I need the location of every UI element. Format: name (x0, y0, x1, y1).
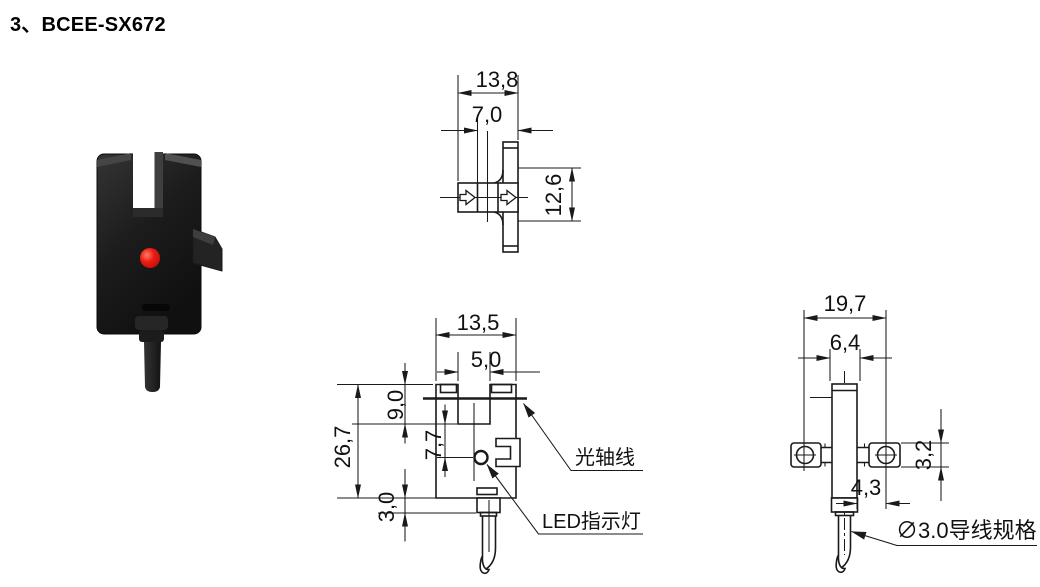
dim-front-slot-depth: 9,0 (383, 390, 408, 421)
led-indicator-dot (140, 248, 160, 268)
mounting-flanges (790, 442, 901, 468)
page-title: 3、BCEE-SX672 (10, 14, 166, 36)
side-view: 19,7 6,4 3,2 4,3 ∅3.0导线规格 (790, 291, 1037, 574)
left-prong-top-face (97, 153, 131, 167)
receiver-arrow-icon (500, 189, 518, 206)
emitter-arrow-icon (459, 189, 477, 206)
dim-side-body-width: 6,4 (830, 330, 861, 355)
dim-front-bottom: 3,0 (374, 492, 399, 523)
led-indicator-leader (486, 464, 643, 535)
side-connector-tab (495, 437, 521, 468)
top-view: 13,8 7,0 12,6 (440, 67, 581, 253)
dim-side-flange-thickness: 3,2 (911, 440, 936, 471)
label-optical-axis: 光轴线 (575, 446, 635, 469)
led-indicator-circle (473, 449, 489, 466)
dim-side-hole-offset: 4,3 (851, 475, 882, 500)
front-bottom-slot (476, 487, 498, 496)
bottom-slot (142, 304, 170, 311)
label-cable-spec: ∅3.0导线规格 (896, 518, 1037, 543)
label-led-indicator: LED指示灯 (542, 510, 641, 533)
right-prong-top-face (165, 153, 201, 167)
side-cable-break (835, 515, 852, 574)
cable-gland-lower (139, 330, 164, 342)
dim-front-overall-width: 13,5 (457, 310, 500, 335)
dim-top-depth: 12,6 (541, 174, 566, 217)
dim-front-overall-height: 26,7 (330, 426, 355, 469)
side-cable-gland (830, 497, 859, 513)
front-cable-break (479, 500, 497, 575)
front-view-dimension-lines (355, 332, 540, 542)
side-view-extension-lines (803, 310, 949, 509)
mounting-tab-top-face (193, 229, 215, 245)
dim-side-hole-spacing: 19,7 (824, 291, 867, 316)
slot-inner-wall (154, 152, 163, 212)
side-body-outline (831, 383, 858, 499)
slot-floor (133, 208, 163, 217)
dim-front-led-offset: 7,7 (421, 430, 446, 461)
optical-axis-leader (523, 403, 643, 472)
front-view: 13,5 5,0 26,7 9,0 7,7 3,0 光轴线 LED指示灯 (330, 310, 643, 575)
cable-gland-upper (135, 316, 168, 330)
dim-front-slot-width: 5,0 (471, 347, 502, 372)
top-view-dimension-lines (441, 90, 575, 222)
product-photo (96, 149, 223, 392)
front-top-notches (439, 383, 513, 394)
cable (144, 342, 161, 392)
side-view-dimension-lines (798, 315, 944, 507)
dim-top-center-offset: 7,0 (472, 102, 503, 127)
dim-top-overall-width: 13,8 (476, 67, 519, 92)
cable-spec-leader (851, 530, 1037, 547)
side-cable-collar (834, 511, 855, 517)
